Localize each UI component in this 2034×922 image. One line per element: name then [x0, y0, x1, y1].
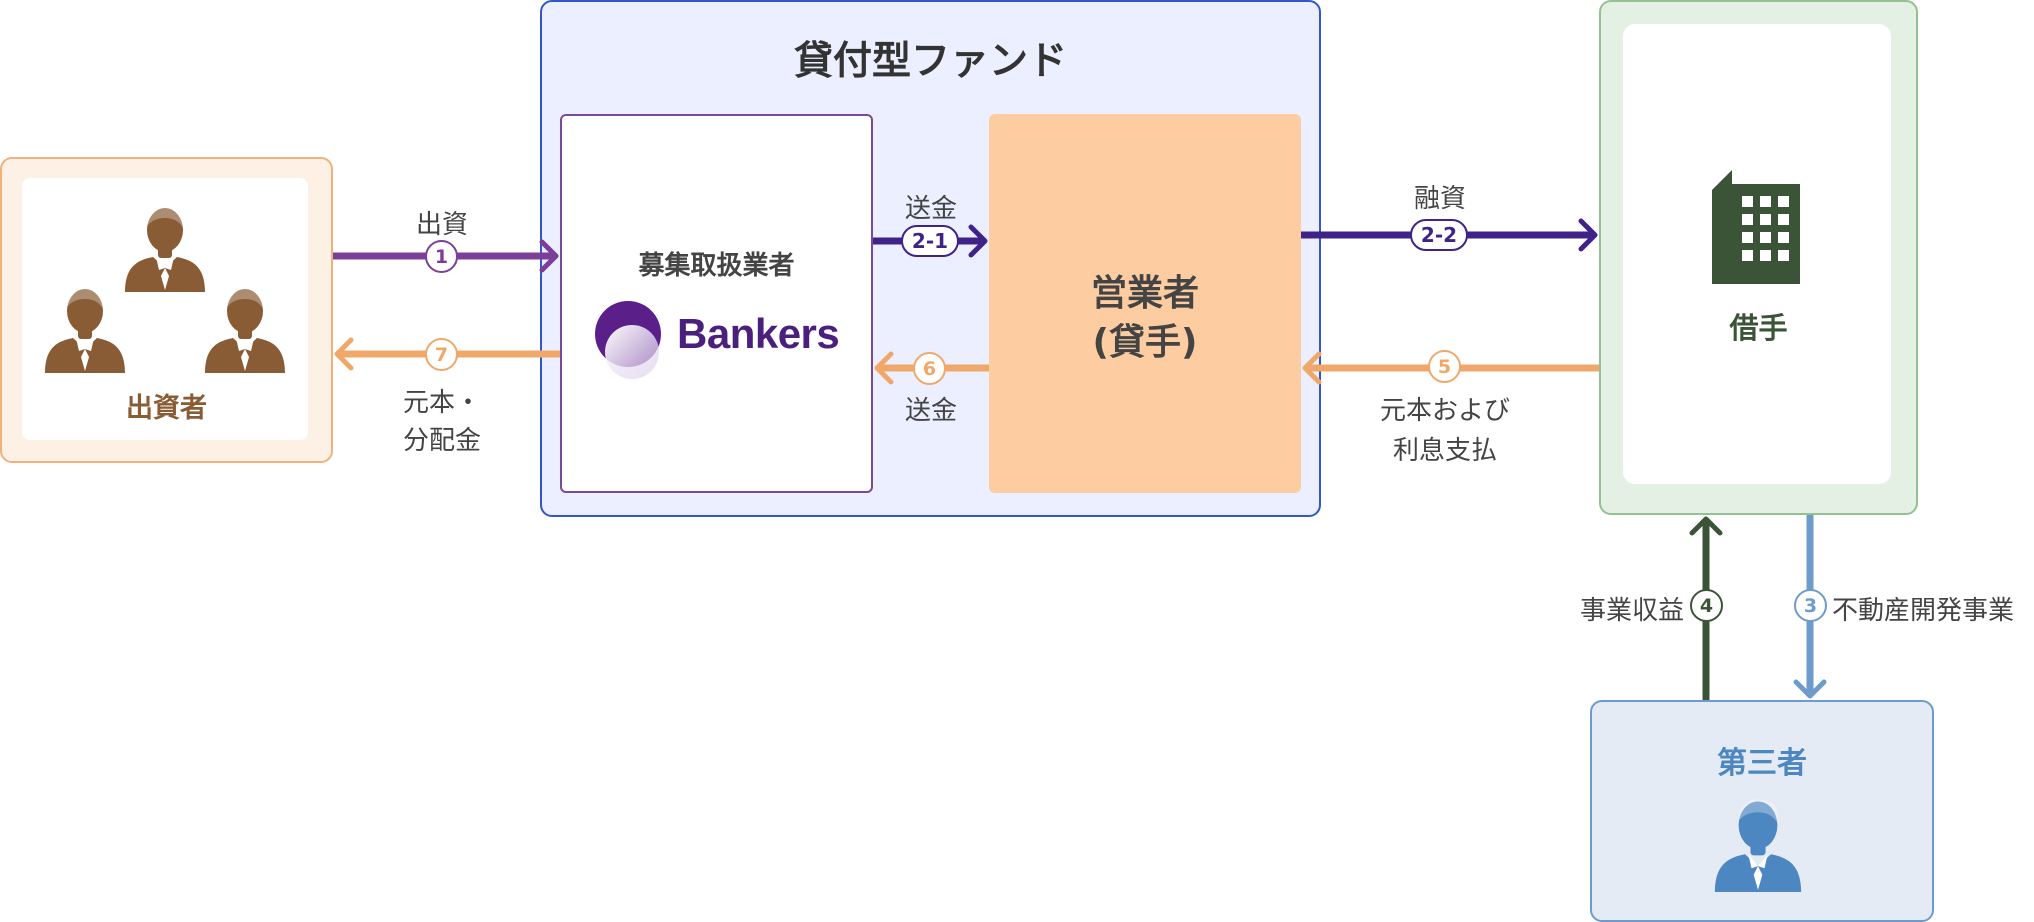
flow-5-label-line1: 元本および	[1379, 396, 1510, 426]
investor-person-left-icon	[45, 286, 125, 373]
flow-2-2-badge: 2-2	[1410, 219, 1468, 251]
operator-label-line2: (貸手)	[1092, 322, 1198, 363]
flow-2-1-badge: 2-1	[901, 225, 959, 257]
flow-4-badge: 4	[1690, 589, 1723, 622]
bankers-logo-text: Bankers	[677, 310, 840, 357]
handler-label: 募集取扱業者	[638, 251, 795, 281]
operator-box	[989, 114, 1301, 493]
third-party-label: 第三者	[1717, 746, 1807, 781]
investors-label: 出資者	[126, 393, 207, 424]
borrower-label: 借手	[1729, 311, 1788, 345]
flow-1-badge: 1	[425, 240, 458, 273]
flow-2-1-label: 送金	[904, 194, 957, 224]
flow-7-label-line2: 分配金	[402, 426, 481, 456]
bankers-logo-mark	[595, 301, 661, 379]
flow-1-label: 出資	[415, 210, 468, 240]
operator-label-line1: 営業者	[1090, 273, 1199, 314]
flow-6-label: 送金	[904, 396, 957, 426]
flow-3-badge: 3	[1794, 589, 1827, 622]
investor-person-right-icon	[205, 286, 285, 373]
flow-4-label: 事業収益	[1579, 596, 1684, 626]
handler-box	[560, 114, 873, 493]
flow-3-label: 不動産開発事業	[1832, 596, 2015, 626]
third-party-person-icon	[1714, 799, 1802, 892]
fund-title: 貸付型ファンド	[793, 39, 1067, 84]
building-icon	[1712, 170, 1800, 284]
flow-5-badge: 5	[1428, 350, 1461, 383]
flow-5-label-line2: 利息支払	[1392, 436, 1497, 466]
investor-person-top-icon	[125, 205, 205, 292]
flow-2-2-label: 融資	[1413, 184, 1466, 214]
flow-7-badge: 7	[425, 338, 458, 371]
flow-7-label-line1: 元本・	[402, 388, 481, 418]
flow-6-badge: 6	[913, 352, 946, 385]
bankers-logo: Bankers	[592, 300, 852, 380]
